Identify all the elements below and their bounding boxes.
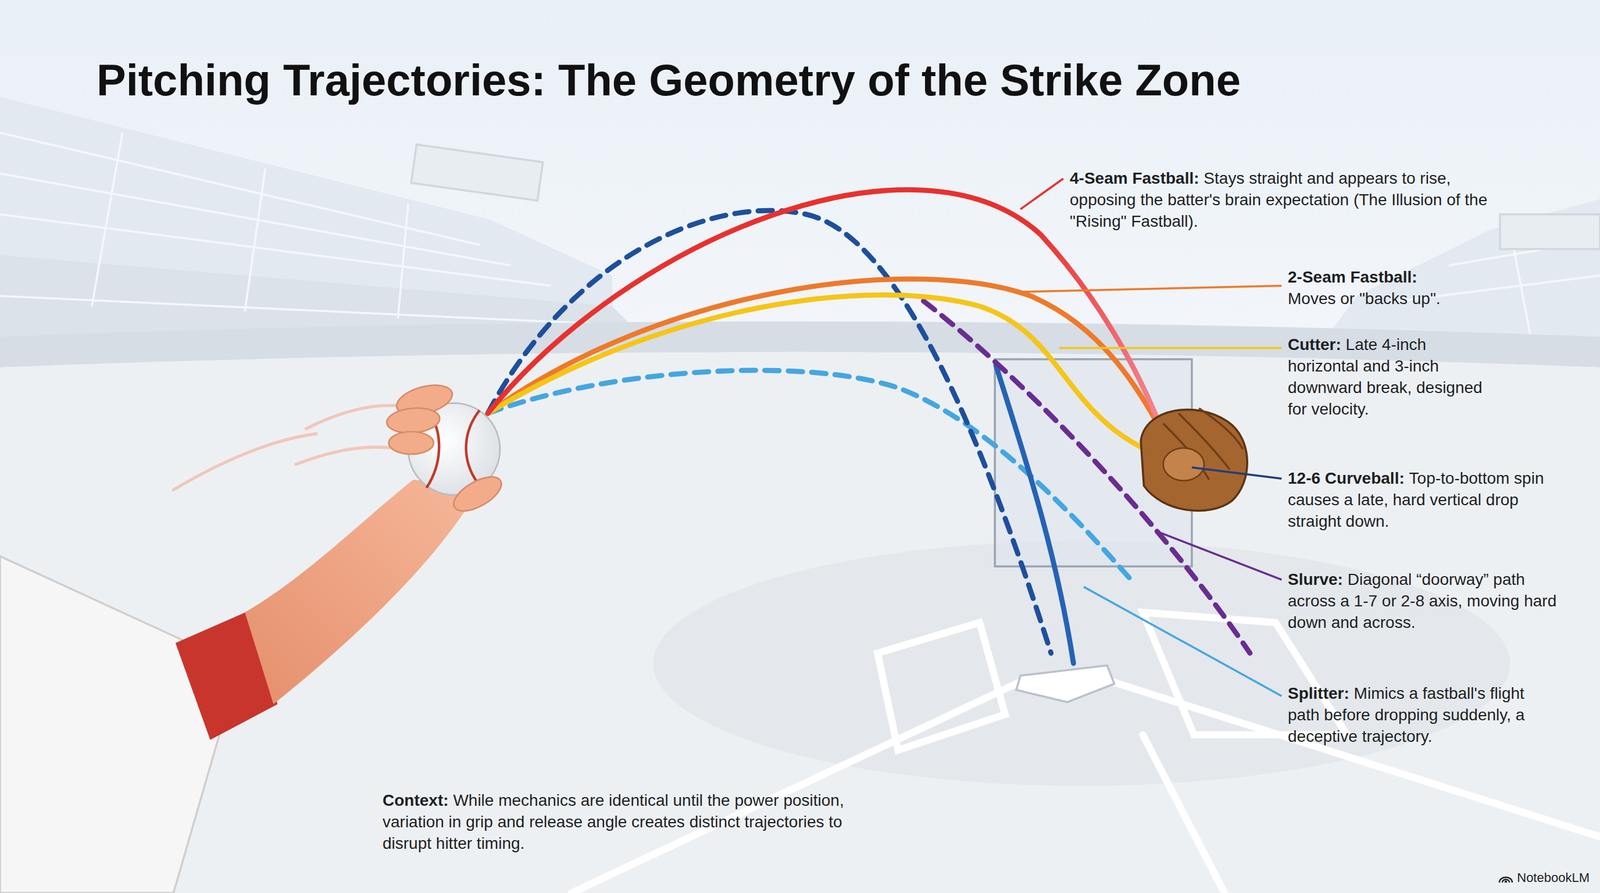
callout-body: Moves or "backs up". <box>1287 289 1441 308</box>
leader-lines <box>1020 178 1282 696</box>
trajectories <box>487 189 1250 664</box>
callout: 12-6 Curveball:Top-to-bottom spin causes… <box>1287 467 1567 532</box>
callout-body: While mechanics are identical until the … <box>382 791 845 853</box>
light-tower-right <box>1500 214 1600 250</box>
callout-heading: Cutter: <box>1287 335 1342 354</box>
title: Pitching Trajectories: The Geometry of t… <box>96 53 1241 107</box>
watermark: NotebookLM <box>1498 869 1590 887</box>
leader-cutter <box>1059 347 1282 350</box>
callout-heading: Context: <box>382 791 449 810</box>
glove <box>1140 408 1248 511</box>
callout: 2-Seam Fastball:Moves or "backs up". <box>1287 266 1579 310</box>
callout-heading: Splitter: <box>1287 684 1350 703</box>
watermark-text: NotebookLM <box>1516 869 1590 887</box>
leader-two-seam <box>1020 286 1282 293</box>
fingers <box>386 379 507 518</box>
stands-right <box>1326 198 1600 337</box>
callout: Context:While mechanics are identical un… <box>382 789 866 855</box>
callout: Cutter:Late 4-inch horizontal and 3-inch… <box>1287 333 1492 420</box>
curveball-solid-path <box>995 365 1074 664</box>
field-lines <box>571 612 1600 893</box>
cutter-path <box>487 294 1184 464</box>
callout-heading: 2-Seam Fastball: <box>1287 266 1574 288</box>
field <box>0 352 1600 893</box>
motion-lines <box>173 405 403 490</box>
two-seam-path <box>487 279 1164 434</box>
sleeve <box>0 556 220 893</box>
callout-heading: 12-6 Curveball: <box>1287 469 1405 488</box>
light-tower <box>411 144 544 201</box>
leader-curveball <box>1191 467 1282 479</box>
curveball-dashed-path <box>487 210 1052 653</box>
watermark-icon <box>1498 872 1514 884</box>
leader-four-seam <box>1020 178 1064 210</box>
home-plate <box>1016 665 1114 703</box>
callout-heading: 4-Seam Fastball: <box>1069 169 1200 188</box>
forearm <box>244 479 480 705</box>
leader-splitter <box>1083 586 1282 696</box>
callout: Slurve:Diagonal “doorway” path across a … <box>1287 568 1567 634</box>
callout: 4-Seam Fastball:Stays straight and appea… <box>1069 167 1489 232</box>
leader-slurve <box>1155 530 1282 580</box>
callout-heading: Slurve: <box>1287 570 1344 589</box>
callout: Splitter:Mimics a fastball's flight path… <box>1287 682 1544 748</box>
stand-rows <box>0 132 613 325</box>
four-seam-path <box>487 189 1164 434</box>
slurve-path <box>923 301 1250 654</box>
